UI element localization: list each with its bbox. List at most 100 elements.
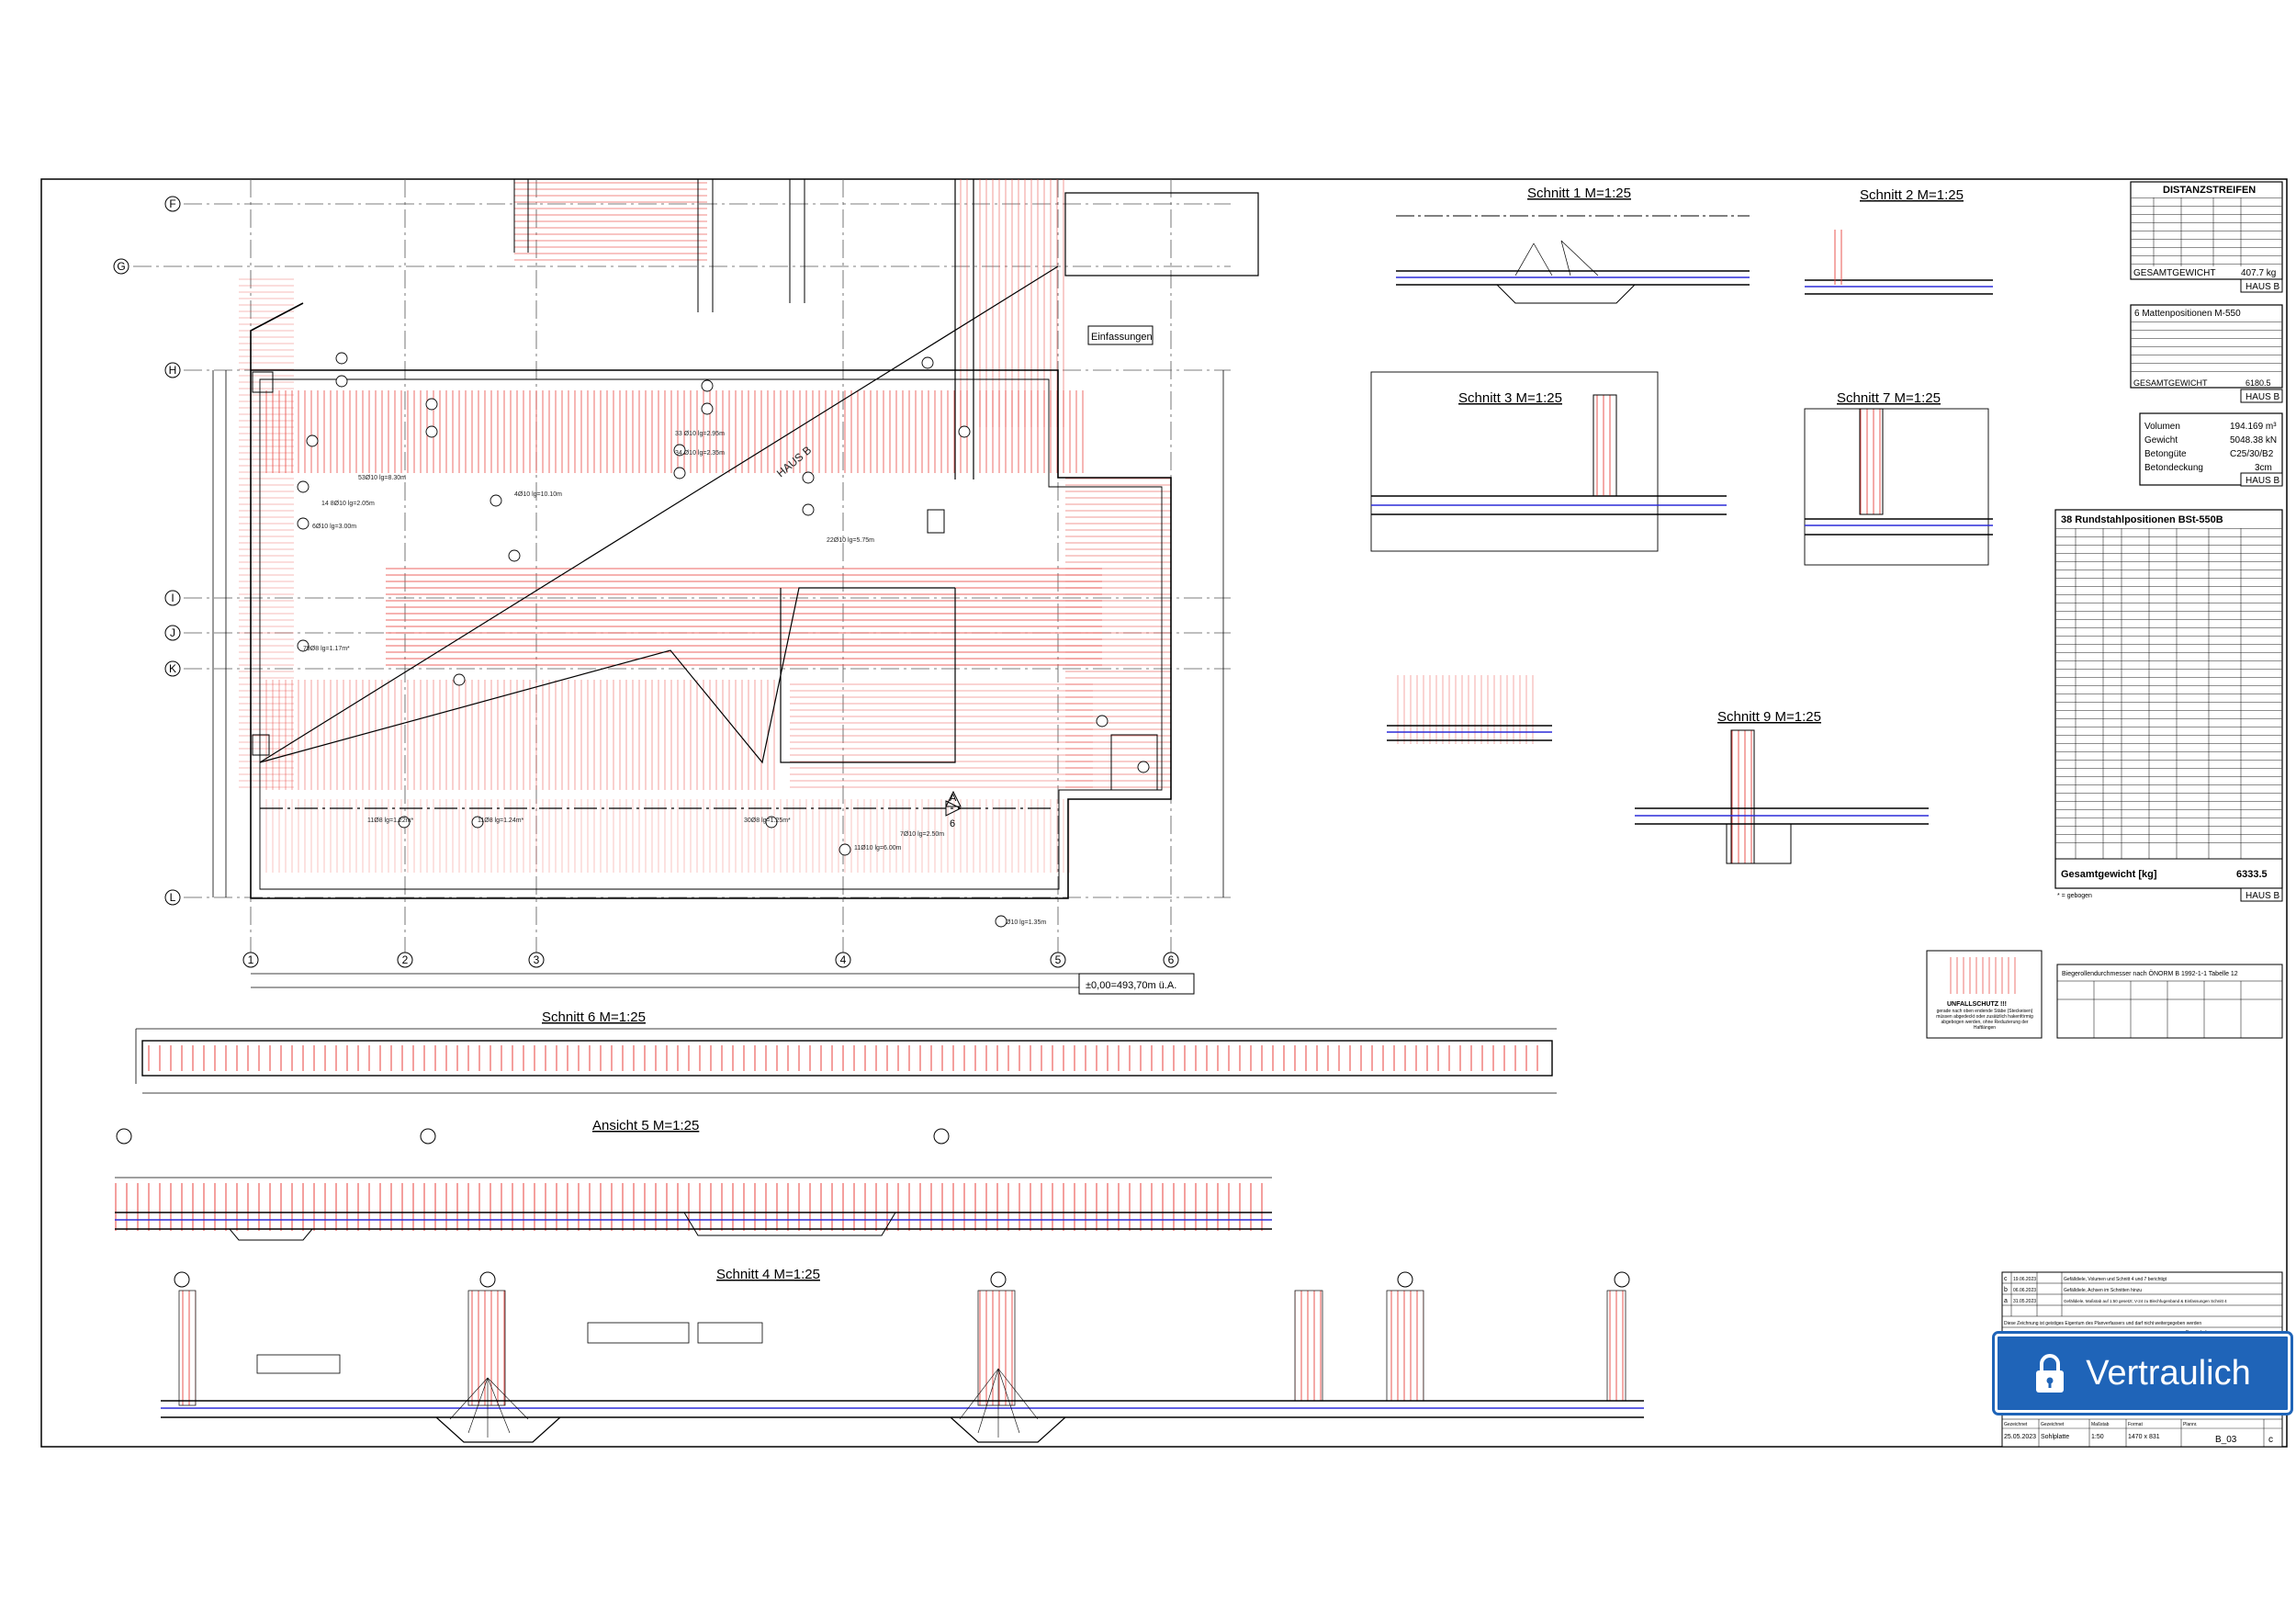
rundstahl-title: 38 Rundstahlpositionen BSt-550B: [2061, 514, 2223, 525]
confidential-label: Vertraulich: [2086, 1353, 2251, 1393]
beton-haus: HAUS B: [2245, 476, 2280, 486]
distanzstreifen-title: DISTANZSTREIFEN: [2163, 185, 2256, 196]
svg-text:6Ø10 lg=3.00m: 6Ø10 lg=3.00m: [312, 524, 356, 530]
titleblock-date: 25.05.2023: [2004, 1434, 2036, 1440]
biege-title: Biegerollendurchmesser nach ÖNORM B 1992…: [2062, 970, 2238, 977]
bauvorhaben-label: Bauvorhaben: [2186, 1330, 2213, 1336]
section-6: Schnitt 6 M=1:25: [135, 1009, 1557, 1094]
beton-volumen-value: 194.169 m³: [2230, 422, 2277, 432]
schnitt-1-title: Schnitt 1 M=1:25: [1527, 186, 1631, 201]
grid-row-j: J: [170, 626, 175, 639]
ansicht-5-title: Ansicht 5 M=1:25: [592, 1118, 699, 1133]
col-label-3: Maßstab: [2091, 1422, 2110, 1427]
rundstahl-haus: HAUS B: [2245, 891, 2280, 901]
rundstahl-note: * = gebogen: [2057, 893, 2092, 899]
distanzstreifen-total-value: 407.7 kg: [2241, 268, 2276, 278]
einfassungen-label: Einfassungen: [1091, 332, 1153, 343]
grid-row-i: I: [171, 592, 174, 604]
grid-row-k: K: [169, 662, 176, 675]
section-2: Schnitt 2 M=1:25: [1805, 187, 1993, 295]
matten-title: 6 Mattenpositionen M-550: [2134, 309, 2241, 319]
svg-text:53Ø10 lg=8.30m: 53Ø10 lg=8.30m: [358, 475, 406, 481]
rev-a-idx: a: [2004, 1298, 2008, 1304]
section-mark-6: 6: [950, 818, 955, 829]
beton-table: Volumen 194.169 m³ Gewicht 5048.38 kN Be…: [2139, 412, 2283, 487]
schnitt-9-title: Schnitt 9 M=1:25: [1717, 709, 1821, 725]
confidential-badge: Vertraulich: [1992, 1331, 2293, 1415]
rev-c-text: Gefälldiele, Volumen und Schnitt 4 und 7…: [2064, 1277, 2167, 1282]
rundstahl-total-label: Gesamtgewicht [kg]: [2061, 869, 2157, 880]
rev-b-idx: b: [2004, 1287, 2008, 1293]
col-label-4: Format: [2128, 1422, 2143, 1427]
section-1: Schnitt 1 M=1:25: [1396, 186, 1750, 304]
distanzstreifen-total-label: GESAMTGEWICHT: [2133, 268, 2215, 278]
titleblock-format: 1470 x 831: [2128, 1434, 2160, 1440]
section-7: Schnitt 7 M=1:25: [1804, 390, 1993, 566]
col-label-2: Gezeichnet: [2041, 1422, 2065, 1427]
matten-haus: HAUS B: [2245, 392, 2280, 402]
rev-b-text: Gefälldiele, Achsen im Schnitten hinzu: [2064, 1288, 2142, 1293]
svg-text:4Ø10 lg=10.10m: 4Ø10 lg=10.10m: [514, 491, 562, 498]
distanzstreifen-haus: HAUS B: [2245, 282, 2280, 292]
svg-text:Ø10 lg=1.35m: Ø10 lg=1.35m: [1006, 919, 1046, 926]
view-5: Ansicht 5 M=1:25: [115, 1118, 1272, 1241]
matten-total-value: 6180.5: [2245, 378, 2271, 388]
grid-col-2: 2: [402, 953, 409, 966]
rev-c-idx: c: [2004, 1276, 2008, 1282]
grid-col-1: 1: [248, 953, 254, 966]
grid-col-5: 5: [1055, 953, 1062, 966]
beton-gewicht-value: 5048.38 kN: [2230, 435, 2277, 445]
matten-total-label: GESAMTGEWICHT: [2133, 378, 2208, 388]
section-mark-a: A: [950, 793, 957, 804]
svg-text:11Ø10 lg=6.00m: 11Ø10 lg=6.00m: [854, 845, 902, 851]
schnitt-2-title: Schnitt 2 M=1:25: [1860, 187, 1964, 203]
section-4: Schnitt 4 M=1:25: [161, 1267, 1644, 1443]
section-9: Schnitt 9 M=1:25: [1387, 675, 1929, 864]
rev-b-date: 06.06.2023: [2013, 1288, 2036, 1293]
beton-guete-value: C25/30/B2: [2230, 449, 2274, 459]
schnitt-6-title: Schnitt 6 M=1:25: [542, 1009, 646, 1025]
plan-number: B_03: [2215, 1435, 2237, 1445]
col-label-1: Gezeichnet: [2004, 1422, 2028, 1427]
rev-a-text: Gefälldiele, Maßstab auf 1:50 gesetzt; V…: [2064, 1299, 2227, 1303]
svg-text:14 8Ø10 lg=2.05m: 14 8Ø10 lg=2.05m: [321, 501, 375, 507]
grid-row-h: H: [169, 364, 177, 377]
schnitt-7-title: Schnitt 7 M=1:25: [1837, 390, 1941, 406]
svg-text:11Ø8 lg=1.24m*: 11Ø8 lg=1.24m*: [478, 818, 524, 824]
rundstahl-total-value: 6333.5: [2236, 869, 2268, 880]
unfallschutz-text: gerade nach oben endende Stäbe (Steckeis…: [1936, 1009, 2033, 1031]
floor-plan: Einfassungen HAUS B F G H I J K L: [113, 179, 1259, 995]
matten-table: 6 Mattenpositionen M-550 GESAMTGEWICHT 6…: [2130, 304, 2283, 403]
schnitt-4-title: Schnitt 4 M=1:25: [716, 1267, 820, 1282]
col-label-5: Plannr.: [2183, 1422, 2198, 1427]
grid-col-4: 4: [840, 953, 847, 966]
titleblock-subject: Sohlplatte: [2041, 1434, 2069, 1440]
elevation-label: ±0,00=493,70m ü.A.: [1086, 980, 1176, 991]
unfallschutz-box: UNFALLSCHUTZ !!! gerade nach oben endend…: [1926, 950, 2043, 1039]
svg-text:22Ø10 lg=5.75m: 22Ø10 lg=5.75m: [827, 537, 874, 544]
rev-a-date: 31.05.2023: [2013, 1299, 2036, 1304]
beton-deckung-label: Betondeckung: [2144, 463, 2203, 473]
svg-text:33 Ø10 lg=2.95m: 33 Ø10 lg=2.95m: [675, 431, 725, 437]
svg-text:30Ø8 lg=1.25m*: 30Ø8 lg=1.25m*: [744, 818, 791, 824]
plan-index: c: [2268, 1435, 2273, 1445]
beton-volumen-label: Volumen: [2144, 422, 2180, 432]
grid-row-l: L: [170, 891, 176, 904]
svg-text:34 Ø10 lg=2.35m: 34 Ø10 lg=2.35m: [675, 450, 725, 457]
schnitt-3-title: Schnitt 3 M=1:25: [1458, 390, 1562, 406]
lock-icon: [2036, 1354, 2065, 1393]
beton-deckung-value: 3cm: [2255, 463, 2272, 473]
section-3: Schnitt 3 M=1:25: [1370, 371, 1727, 552]
svg-text:79Ø8 lg=1.17m*: 79Ø8 lg=1.17m*: [303, 646, 350, 652]
titleblock-scale: 1:50: [2091, 1434, 2104, 1440]
biegerollen-table: Biegerollendurchmesser nach ÖNORM B 1992…: [2056, 964, 2283, 1039]
beton-gewicht-label: Gewicht: [2144, 435, 2178, 445]
grid-col-3: 3: [534, 953, 540, 966]
notice-text: Diese Zeichnung ist geistiges Eigentum d…: [2004, 1321, 2201, 1326]
beton-guete-label: Betongüte: [2144, 449, 2187, 459]
grid-row-f: F: [169, 197, 175, 210]
svg-text:7Ø10 lg=2.50m: 7Ø10 lg=2.50m: [900, 831, 944, 838]
unfallschutz-title: UNFALLSCHUTZ !!!: [1947, 1001, 2007, 1008]
grid-row-g: G: [117, 260, 125, 273]
